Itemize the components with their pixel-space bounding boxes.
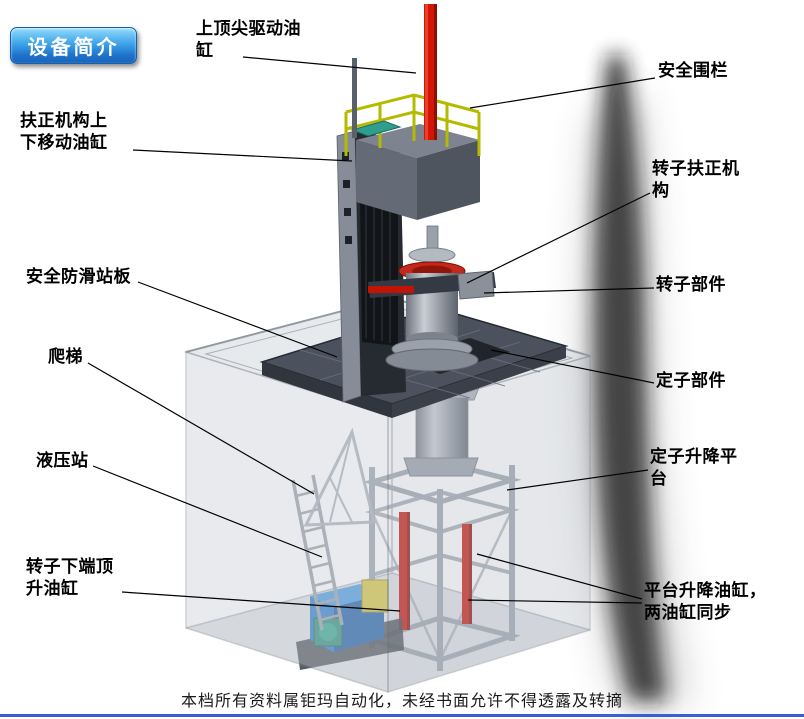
leader-lines [87, 56, 656, 612]
label-hydraulic-station: 液压站 [36, 451, 89, 470]
label-ladder: 爬梯 [48, 347, 83, 366]
label-rotor-component: 转子部件 [656, 275, 726, 294]
label-centering-lift-cylinder: 扶正机构上下移动油缸 [20, 111, 108, 153]
label-top-spindle-cylinder: 上顶尖驱动油缸 [196, 19, 301, 61]
guide-rod [352, 58, 357, 138]
label-safety-fence: 安全围栏 [658, 61, 728, 80]
title-badge: 设备简介 [10, 27, 137, 64]
label-stator-component: 定子部件 [656, 371, 726, 390]
label-platform-lift-cylinders: 平台升降油缸，两油缸同步 [644, 581, 767, 623]
head-box [356, 124, 480, 220]
bottom-rule [0, 714, 804, 717]
label-anti-slip-platform: 安全防滑站板 [26, 267, 131, 286]
rotor-centering-arm [368, 270, 496, 300]
label-stator-lift-platform: 定子升降平台 [650, 447, 738, 489]
label-rotor-centering-mechanism: 转子扶正机构 [652, 159, 740, 201]
platform-lift-cylinders-graphic [399, 512, 472, 630]
support-truss [303, 427, 376, 527]
label-rotor-bottom-jack-cylinder: 转子下端顶升油缸 [26, 557, 114, 599]
railing-deck-plate [350, 120, 402, 137]
photo-shadow [580, 55, 690, 705]
top-drive-cylinder-graphic [424, 4, 437, 140]
footer-text: 本档所有资料属钜玛自动化，未经书面允许不得透露及转摘 [180, 693, 623, 710]
